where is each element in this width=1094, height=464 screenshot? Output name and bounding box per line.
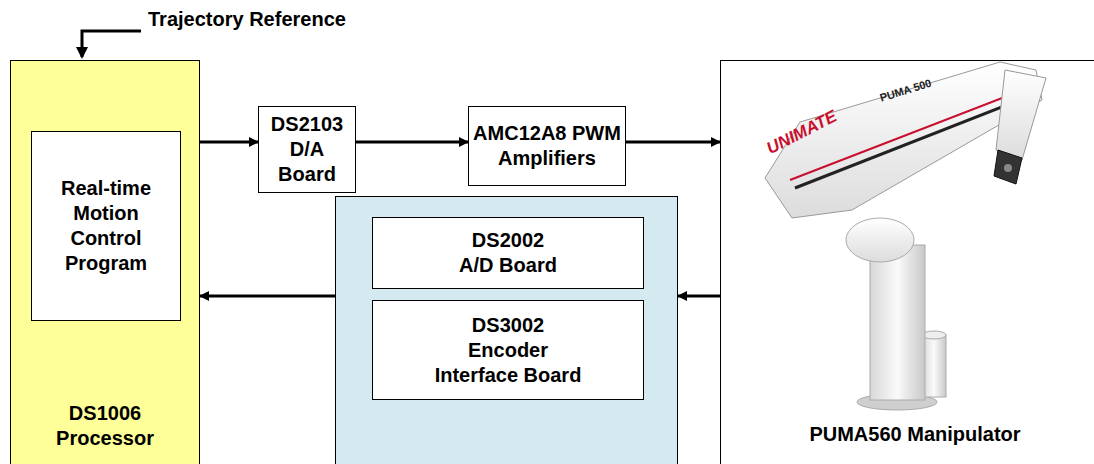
text-holder: AMC12A8 PWM Amplifiers	[469, 107, 625, 185]
text-holder: DS1006 Processor	[11, 401, 199, 451]
box-label: DS1006 Processor	[35, 401, 175, 451]
program-box: Real-time Motion Control Program	[31, 131, 181, 321]
text-holder: Real-time Motion Control Program	[32, 132, 180, 320]
text-holder: PUMA560 Manipulator	[721, 422, 1094, 447]
da-board-box: DS2103 D/A Board	[258, 106, 356, 193]
amplifier-box: AMC12A8 PWM Amplifiers	[468, 106, 626, 186]
processor-box: DS1006 Processor Real-time Motion Control…	[10, 60, 200, 464]
box-label: PUMA560 Manipulator	[809, 422, 1020, 447]
box-label: Real-time Motion Control Program	[41, 176, 171, 276]
text-holder: DS2103 D/A Board	[259, 107, 355, 192]
text-holder: DS3002 Encoder Interface Board	[373, 301, 643, 399]
reference-leader	[82, 31, 141, 57]
signal-arrow	[200, 295, 335, 298]
interface-panel: DS2002 A/D BoardDS3002 Encoder Interface…	[335, 196, 678, 464]
box-label: DS3002 Encoder Interface Board	[432, 313, 584, 388]
box-label: DS2002 A/D Board	[456, 228, 561, 278]
encoder-board-box: DS3002 Encoder Interface Board	[372, 300, 644, 400]
signal-arrow	[626, 141, 720, 144]
signal-arrow	[200, 141, 258, 144]
box-label: DS2103 D/A Board	[264, 112, 350, 187]
ad-board-box: DS2002 A/D Board	[372, 217, 644, 289]
reference-label: Trajectory Reference	[148, 8, 346, 31]
signal-arrow	[678, 295, 720, 298]
text-holder: DS2002 A/D Board	[373, 218, 643, 288]
manipulator-box: PUMA560 Manipulator	[720, 60, 1094, 464]
box-label: AMC12A8 PWM Amplifiers	[472, 121, 622, 171]
signal-arrow	[356, 141, 468, 144]
